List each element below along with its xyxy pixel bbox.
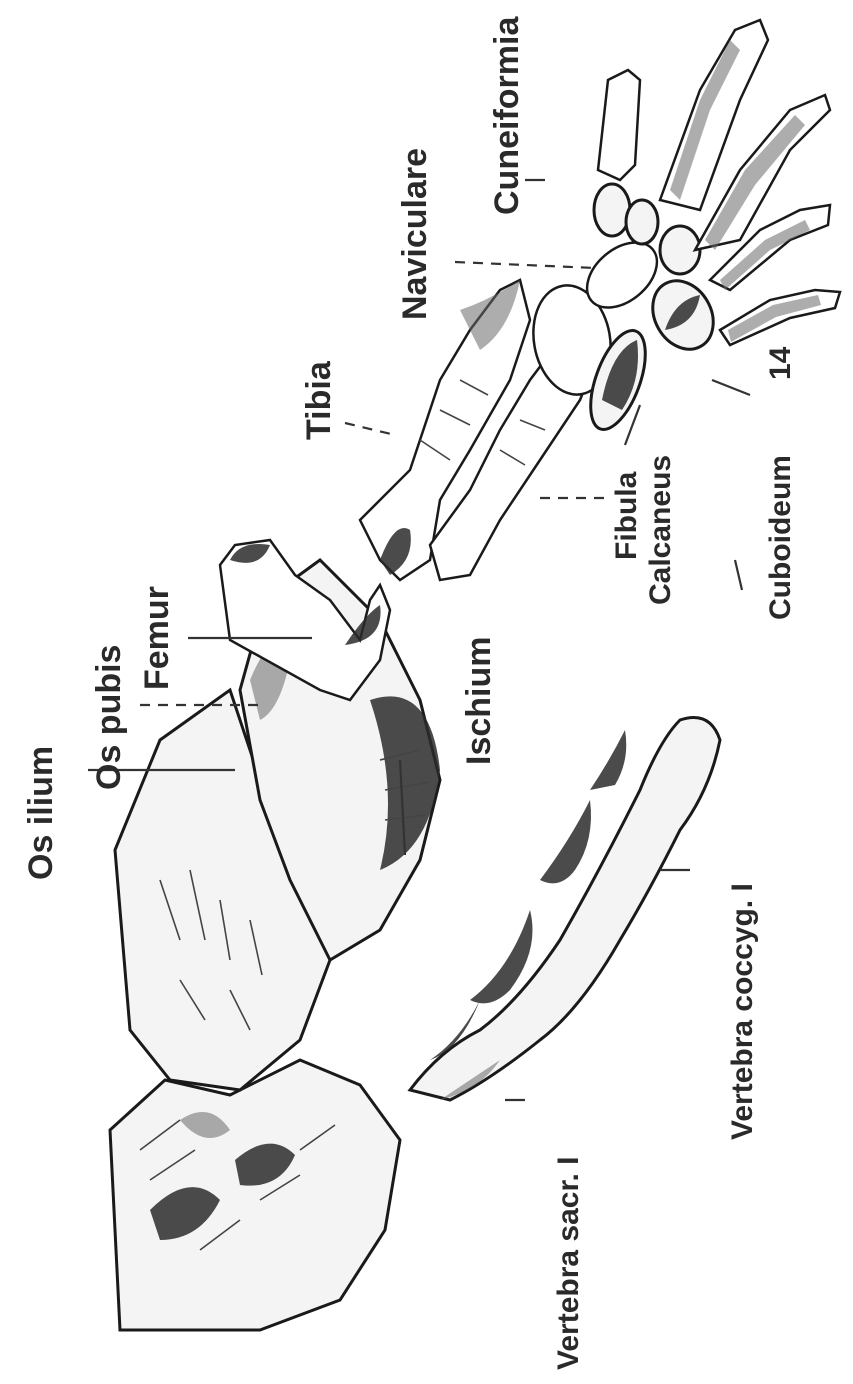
sacral-vertebrae-illustration (110, 1060, 400, 1330)
label-cuneiformia: Cuneiformia (488, 16, 526, 215)
leader-tibia (345, 423, 395, 435)
label-calcaneus: Calcaneus (644, 455, 677, 605)
label-femur: Femur (138, 586, 176, 690)
label-ischium: Ischium (460, 637, 498, 765)
leader-cuboideum (712, 380, 750, 395)
label-mark-14: 14 (764, 346, 797, 380)
coccygeal-vertebrae-illustration (410, 718, 720, 1101)
label-fibula: Fibula (610, 471, 643, 560)
label-vertebra-sacr: Vertebra sacr. I (552, 1157, 585, 1371)
label-os-ilium: Os ilium (22, 746, 60, 880)
label-tibia: Tibia (300, 360, 338, 440)
label-naviculare: Naviculare (396, 148, 434, 320)
leader-cuboideum-2 (735, 560, 742, 590)
label-vertebra-coccyg: Vertebra coccyg. I (726, 883, 759, 1140)
label-os-pubis: Os pubis (90, 645, 128, 790)
label-cuboideum: Cuboideum (764, 455, 797, 620)
leader-naviculare (455, 262, 595, 268)
